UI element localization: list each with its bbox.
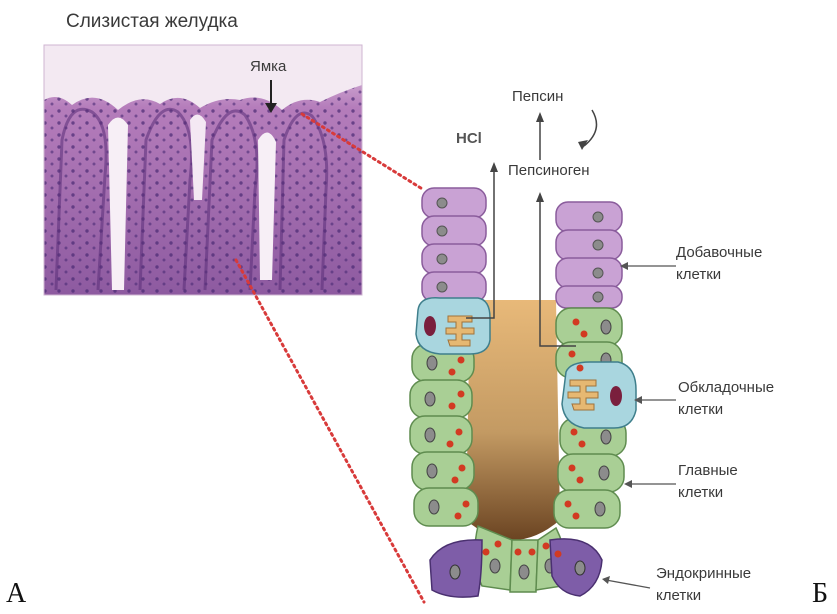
micrograph-tissue: [44, 45, 362, 295]
endocrine-cells-label: Эндокринные клетки: [656, 563, 751, 607]
chief-cells-label: Главные клетки: [678, 460, 738, 504]
parietal-label-line2: клетки: [678, 399, 774, 421]
accessory-cells-right: [556, 202, 622, 308]
chief-label-line1: Главные: [678, 460, 738, 482]
accessory-label-line2: клетки: [676, 264, 762, 286]
parietal-cell-lower: [562, 362, 636, 428]
accessory-label-line1: Добавочные: [676, 242, 762, 264]
parietal-cell-upper: [416, 298, 490, 354]
accessory-cells-label: Добавочные клетки: [676, 242, 762, 286]
panel-letter-left: А: [6, 578, 26, 610]
endocrine-label-line1: Эндокринные: [656, 563, 751, 585]
parietal-label-line1: Обкладочные: [678, 377, 774, 399]
pepsinogen-label: Пепсиноген: [508, 160, 590, 182]
hcl-label: HCl: [456, 130, 482, 147]
endocrine-pointer: [606, 580, 650, 588]
endocrine-label-line2: клетки: [656, 585, 751, 607]
chief-label-line2: клетки: [678, 482, 738, 504]
pit-label: Ямка: [250, 56, 286, 78]
panel-letter-right: Б: [812, 578, 828, 610]
pepsin-label: Пепсин: [512, 86, 563, 108]
parietal-cells-label: Обкладочные клетки: [678, 377, 774, 421]
accessory-cells-left: [422, 188, 486, 302]
zoom-connector-bottom: [236, 260, 424, 602]
chief-cells-left: [410, 344, 478, 526]
